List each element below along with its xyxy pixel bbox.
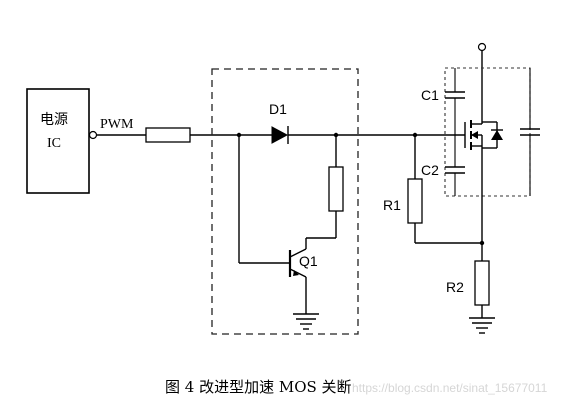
watermark-text: https://blog.csdn.net/sinat_15677011 [352, 381, 548, 395]
supply-terminal [477, 42, 487, 52]
power-ic-block [26, 88, 90, 194]
mosfet-symbol [464, 120, 503, 150]
diode-d1-label: D1 [269, 101, 287, 117]
resistor-r1-label: R1 [383, 197, 401, 213]
figure-caption: 图 4 改进型加速 MOS 关断 [165, 378, 352, 396]
ground-symbol-q1 [293, 313, 319, 330]
bias-resistor [328, 166, 344, 212]
pwm-label: PWM [100, 117, 134, 132]
transistor-q1-collector-leg [289, 248, 307, 258]
cap-c1-label: C1 [421, 87, 439, 103]
gate-resistor [145, 127, 191, 143]
resistor-r1 [407, 178, 423, 224]
cap-c2-label: C2 [421, 162, 439, 178]
node-source [479, 240, 485, 246]
accelerator-dashed-box [211, 68, 359, 335]
pwm-output-terminal [88, 130, 98, 140]
transistor-q1-emitter-arrow [293, 270, 299, 276]
transistor-q1-label: Q1 [299, 253, 318, 269]
transistor-q1-emitter-leg [289, 268, 307, 278]
ground-symbol-r2 [469, 317, 495, 334]
resistor-r2 [474, 260, 490, 306]
resistor-r2-label: R2 [446, 279, 464, 295]
diode-d1 [271, 126, 289, 144]
power-ic-label-line2: IC [47, 136, 61, 151]
power-ic-label-line1: 电源 [40, 112, 68, 128]
mosfet-parasitic-box [444, 67, 531, 197]
